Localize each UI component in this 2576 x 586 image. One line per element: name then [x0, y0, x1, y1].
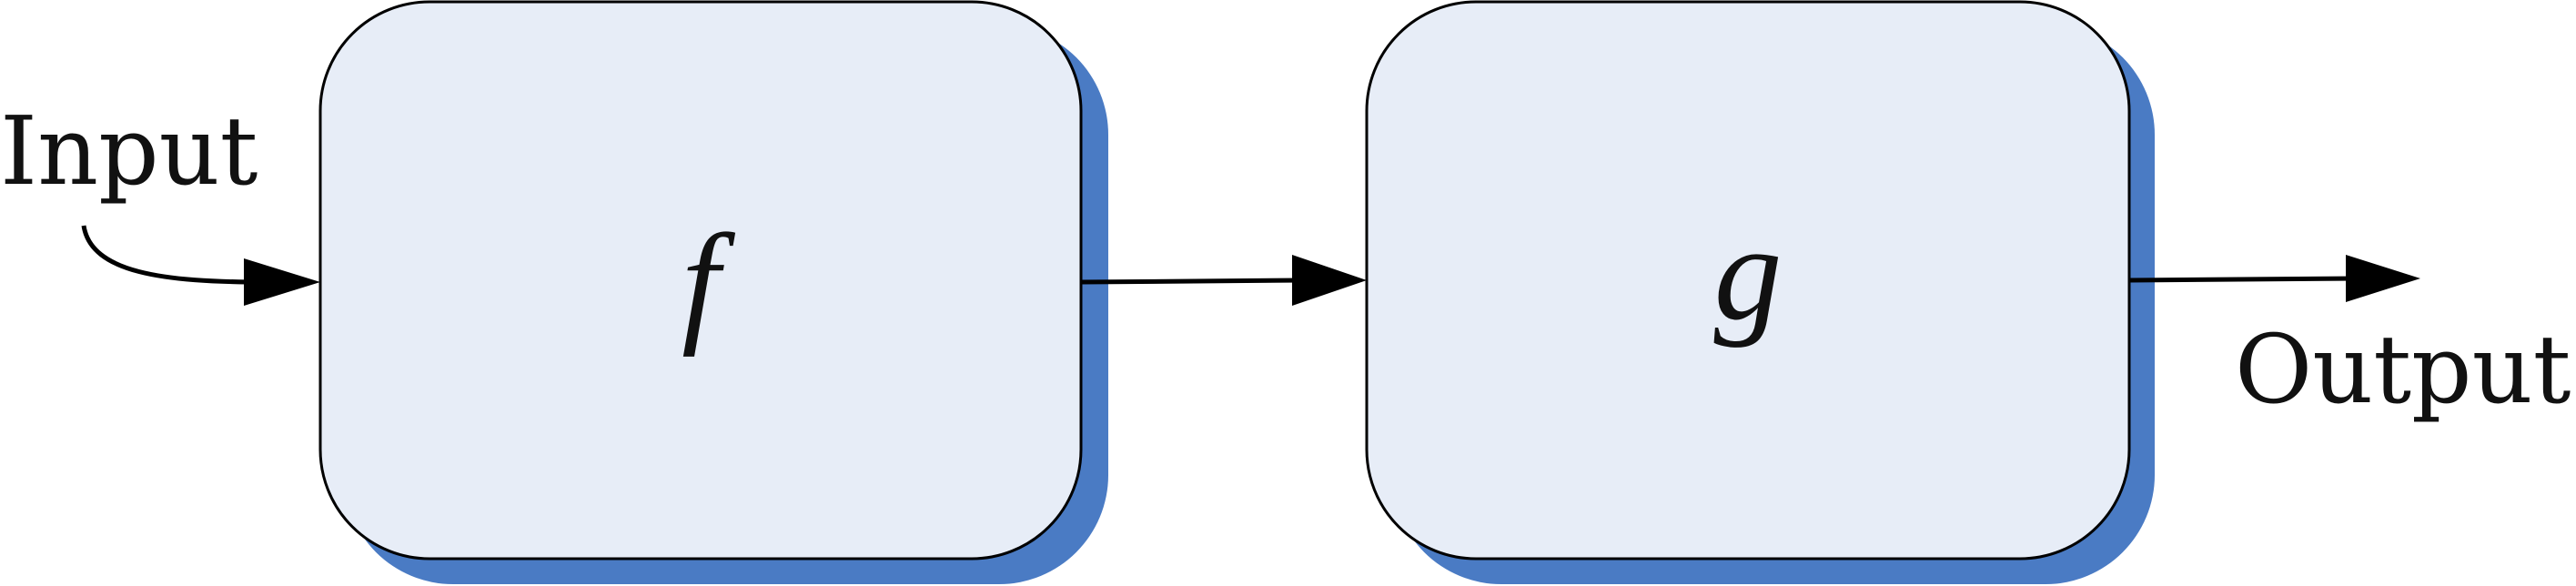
output-arrow	[2128, 276, 2358, 283]
block-f: f	[318, 0, 1108, 584]
block-g-label: g	[1714, 197, 1783, 349]
arrow-f-to-g-head	[1292, 255, 1367, 306]
input-label: Input	[0, 96, 258, 207]
input-arrow	[81, 225, 265, 285]
input-arrowhead	[244, 258, 320, 306]
arrow-f-to-g	[1080, 278, 1302, 285]
block-g: g	[1365, 0, 2155, 584]
output-arrowhead	[2346, 255, 2420, 302]
output-label: Output	[2235, 314, 2571, 425]
